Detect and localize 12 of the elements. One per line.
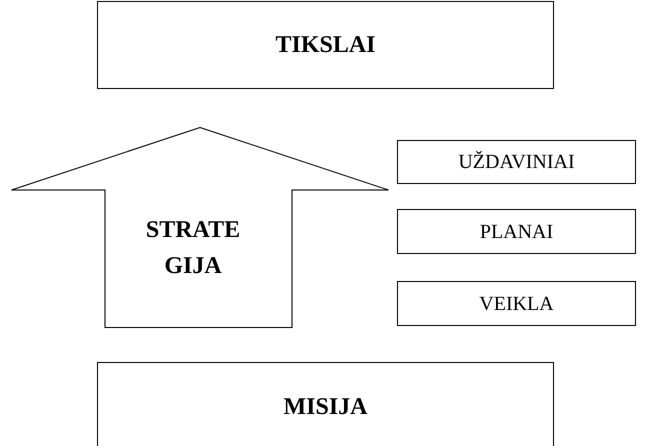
plan-box: [397, 209, 636, 254]
node-label: UŽDAVINIAI: [458, 150, 575, 175]
mission-box: [97, 362, 554, 446]
node-label: TIKSLAI: [275, 31, 376, 60]
node-label: MISIJA: [283, 393, 368, 422]
node-label: PLANAI: [480, 220, 554, 244]
goal-box: [97, 1, 554, 89]
node-label: VEIKLA: [479, 292, 554, 316]
up-arrow-shape: [11, 127, 389, 328]
node-label: STRATE GIJA: [144, 216, 242, 280]
activity-box: [397, 281, 636, 326]
task-box: [397, 140, 636, 184]
